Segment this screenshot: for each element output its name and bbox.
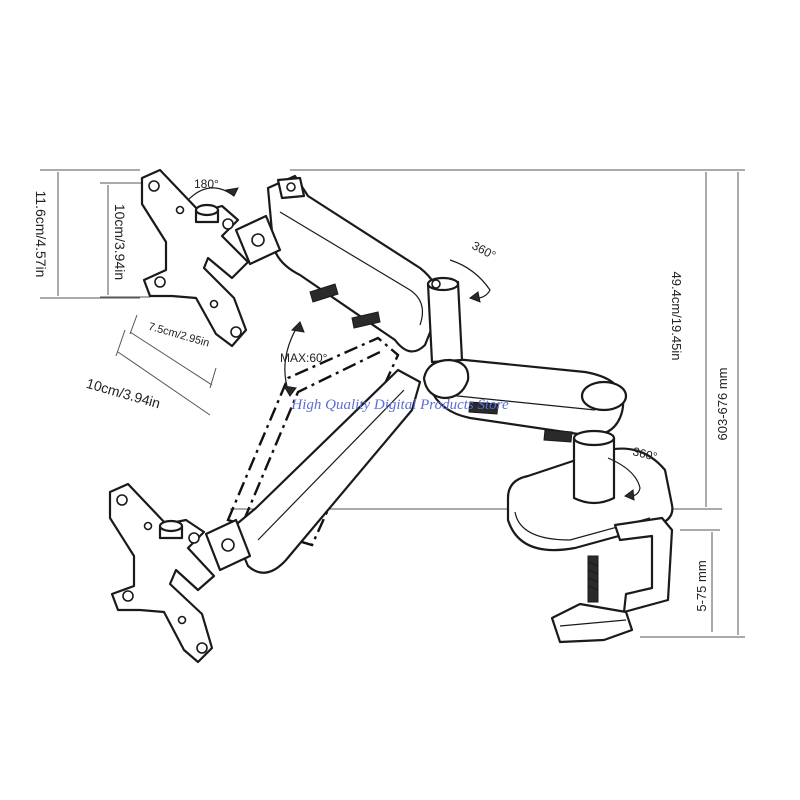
vesa-plate-bottom — [108, 482, 252, 664]
base-swivel-label: 360° — [631, 444, 659, 464]
plate-height-label: 11.6cm/4.57in — [33, 191, 49, 278]
clamp-range-label: 5-75 mm — [694, 560, 709, 611]
vesa-plate-top — [140, 168, 282, 348]
tilt-angle-label: 180° — [194, 177, 219, 191]
rotation-arrows — [187, 187, 641, 501]
vesa-small-label: 7.5cm/2.95in — [147, 321, 211, 350]
forearm — [426, 356, 628, 443]
upper-arm — [266, 174, 441, 353]
pole-and-base — [506, 429, 674, 644]
max-lift-label: MAX:60° — [280, 351, 328, 365]
total-height-label: 603-676 mm — [715, 368, 730, 441]
arm-height-label: 49.4cm/19.45in — [669, 272, 684, 361]
vesa-vertical-label: 10cm/3.94in — [112, 204, 128, 280]
store-watermark: High Quality Digital Products Store — [290, 397, 509, 413]
elbow-joint — [422, 276, 470, 400]
arm-range-outline — [226, 336, 400, 547]
vesa-horizontal-label: 10cm/3.94in — [85, 375, 163, 411]
arm-swivel-label: 360° — [470, 238, 499, 262]
